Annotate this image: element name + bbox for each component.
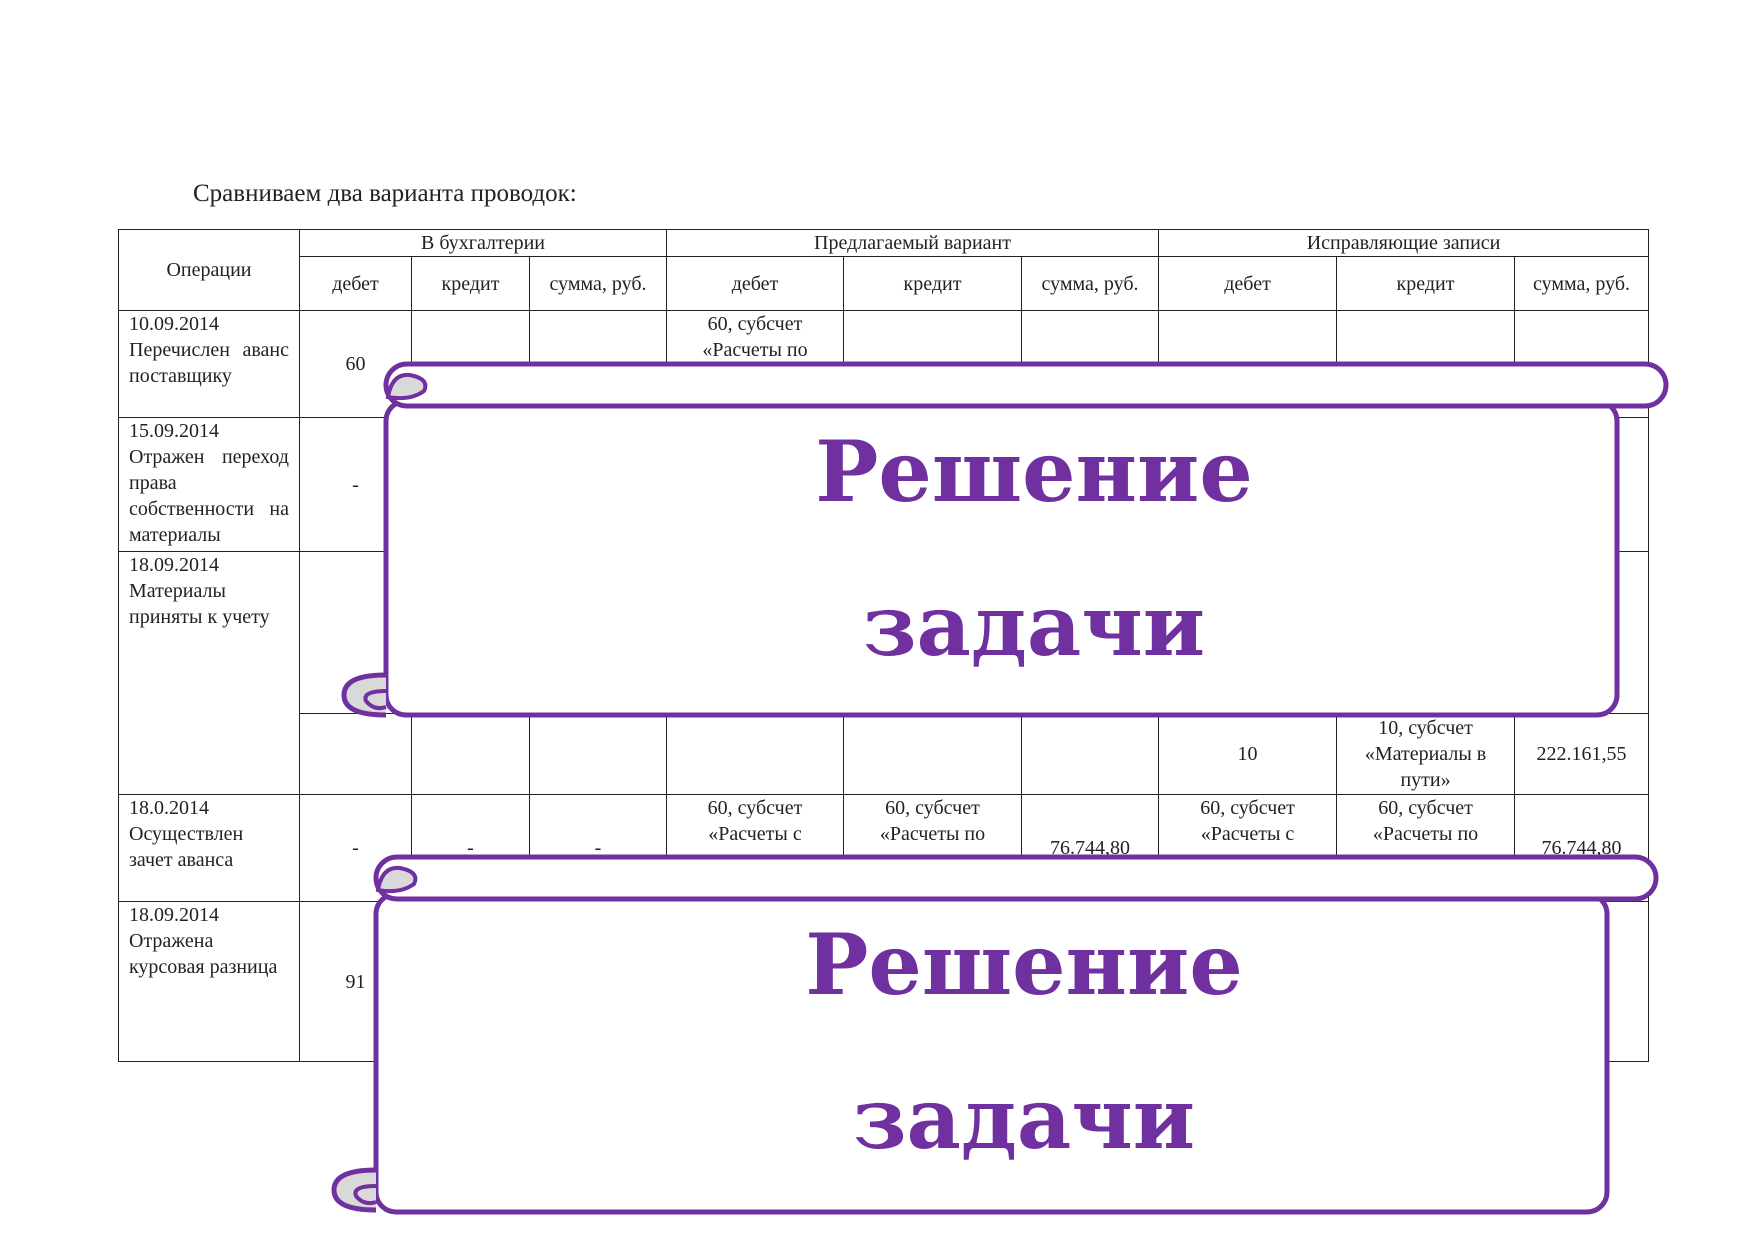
- header-credit: кредит: [411, 256, 530, 311]
- banner-title-line1: Решение: [805, 915, 1243, 1014]
- cell: [1020, 713, 1160, 795]
- operation-text: Материалы приняты к учету: [129, 580, 270, 628]
- cell: [411, 713, 530, 795]
- cell: [666, 713, 844, 795]
- header-debit: дебет: [299, 256, 412, 311]
- banner-title-line2: задачи: [852, 1069, 1196, 1168]
- operation-date: 10.09.2014: [129, 313, 219, 335]
- operation-cell: 18.09.2014 Материалы приняты к учету: [118, 551, 300, 795]
- header-credit: кредит: [1336, 256, 1516, 311]
- header-group-corrections: Исправляющие записи: [1158, 229, 1650, 257]
- operation-date: 18.0.2014: [129, 797, 209, 819]
- header-credit: кредит: [843, 256, 1022, 311]
- operation-text: Перечислен аванс поставщику: [129, 339, 289, 387]
- operation-text: Осуществлен зачет аванса: [129, 823, 244, 871]
- operation-text: Отражена курсовая разница: [129, 930, 278, 978]
- operation-date: 18.09.2014: [129, 904, 219, 926]
- operation-cell: 10.09.2014 Перечислен аванс поставщику: [118, 310, 300, 418]
- cell: [299, 713, 412, 795]
- header-debit: дебет: [1158, 256, 1338, 311]
- operation-date: 15.09.2014: [129, 420, 219, 442]
- operation-text: Отражен переход права собственности на м…: [129, 446, 289, 546]
- operation-cell: 18.0.2014 Осуществлен зачет аванса: [118, 794, 300, 902]
- header-debit: дебет: [666, 256, 844, 311]
- header-sum: сумма, руб.: [529, 256, 667, 311]
- banner-title-line1: Решение: [815, 422, 1253, 521]
- scroll-shape: [341, 361, 1669, 718]
- scroll-shape: [331, 854, 1659, 1215]
- solution-banner[interactable]: Решение задачи: [338, 361, 1670, 719]
- cell: [843, 713, 1022, 795]
- cell: [529, 713, 667, 795]
- header-group-accounting: В бухгалтерии: [299, 229, 667, 257]
- cell: 10: [1158, 713, 1338, 795]
- cell: 222.161,55: [1514, 713, 1650, 795]
- operation-cell: 18.09.2014 Отражена курсовая разница: [118, 901, 300, 1062]
- intro-text: Сравниваем два варианта проводок:: [193, 180, 577, 207]
- operation-date: 18.09.2014: [129, 554, 219, 576]
- header-sum: сумма, руб.: [1514, 256, 1650, 311]
- table-row: 10 10, субсчет «Материалы в пути» 222.16…: [119, 713, 1650, 795]
- cell: 10, субсчет «Материалы в пути»: [1336, 713, 1516, 795]
- solution-banner[interactable]: Решение задачи: [328, 854, 1660, 1216]
- header-sum: сумма, руб.: [1020, 256, 1160, 311]
- operation-cell: 15.09.2014 Отражен переход права собстве…: [118, 417, 300, 552]
- header-operations: Операции: [118, 229, 300, 311]
- banner-title-line2: задачи: [862, 576, 1206, 675]
- header-group-proposed: Предлагаемый вариант: [665, 229, 1160, 257]
